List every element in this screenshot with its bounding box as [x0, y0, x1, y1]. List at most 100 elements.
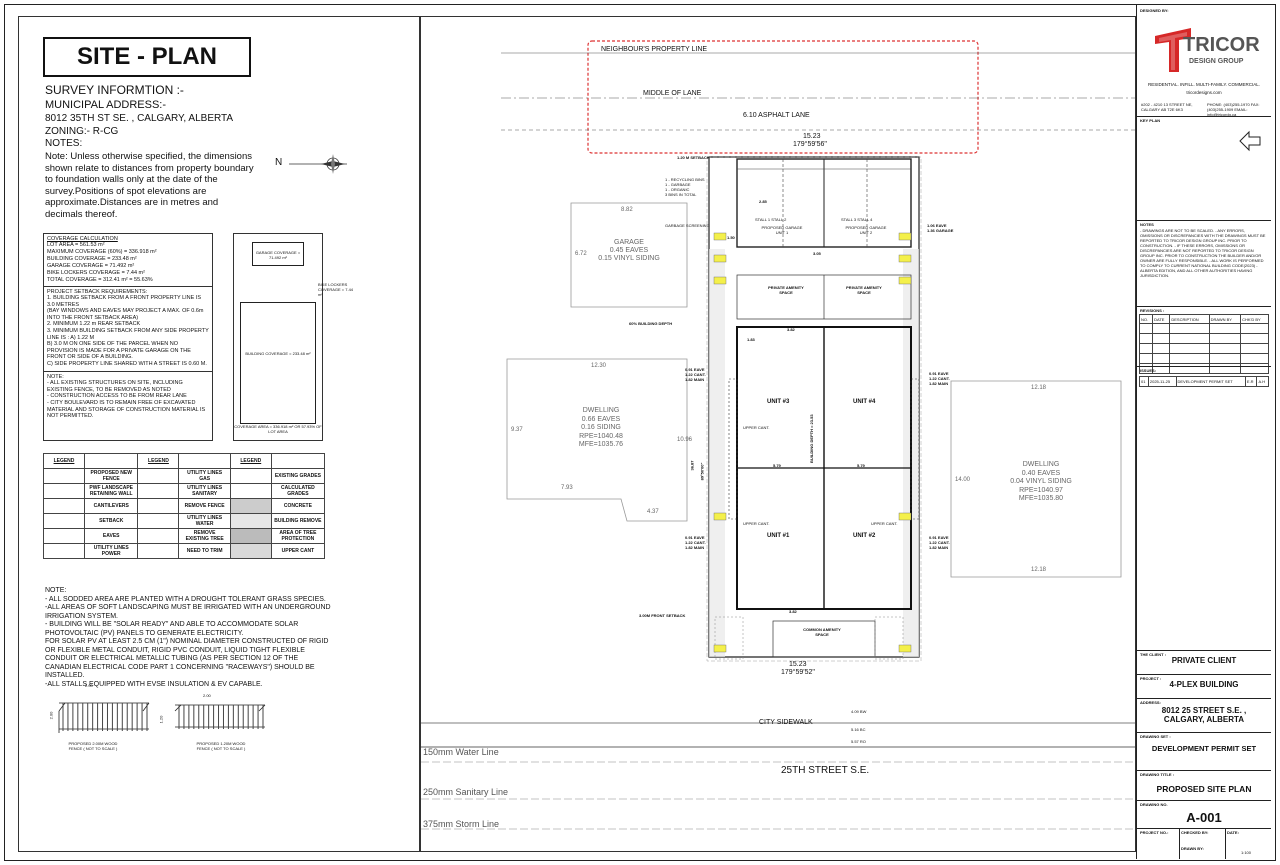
common-amenity-label: COMMON AMENITY SPACE [803, 627, 841, 637]
survey-note: Note: Unless otherwise specified, the di… [45, 151, 254, 220]
upper-cant-label-1: UPPER CANT. [743, 425, 770, 430]
legend-header: LEGEND [137, 453, 180, 469]
north-label: N [275, 157, 283, 168]
page-title: SITE - PLAN [76, 43, 217, 70]
north-arrow-icon [289, 154, 347, 174]
rev-cell [1152, 363, 1171, 374]
client-value: PRIVATE CLIENT [1171, 656, 1237, 665]
dwelling-left-side2: 10.96 [677, 437, 693, 443]
asphalt-lane-label: 6.10 ASPHALT LANE [743, 112, 810, 119]
amenity-left-label: PRIVATE AMENITY SPACE [768, 285, 804, 295]
info-panel: SITE - PLAN SURVEY INFORMTION :- MUNICIP… [18, 16, 420, 852]
landscape-note-line: - BUILDING WILL BE "SOLAR READY" AND ABL… [45, 621, 299, 637]
setback-line: B) 3.0 M ON ONE SIDE OF THE PARCEL WHEN … [47, 341, 191, 361]
legend-symbol [43, 498, 85, 514]
legend-symbol [43, 528, 85, 544]
rev-cell [1240, 363, 1269, 374]
legend-label: REMOVE EXISTING TREE [178, 528, 231, 544]
legend-symbol [229, 543, 272, 559]
legend-symbol [43, 513, 85, 529]
landscape-note-line: - ALL SODDED AREA ARE PLANTED WITH A DRO… [45, 595, 326, 603]
issues-label: ISSUES: [1140, 368, 1157, 373]
amenity-right-label: PRIVATE AMENITY SPACE [846, 285, 882, 295]
rev-cell [1138, 353, 1154, 364]
rev-header: DATE [1152, 314, 1171, 324]
legend-header-blank [178, 453, 231, 469]
dwelling-right-side: 14.00 [955, 477, 971, 483]
dwelling-left-top: 12.30 [591, 363, 607, 369]
setback-heading: PROJECT SETBACK REQUIREMENTS: [47, 289, 148, 295]
rev-cell [1152, 333, 1171, 344]
rev-cell [1240, 353, 1269, 364]
coverage-line: GARAGE COVERAGE = 71.492 m² [47, 263, 135, 269]
drawing-set-value: DEVELOPMENT PERMIT SET [1151, 744, 1257, 753]
notes-label: NOTES [1140, 222, 1154, 227]
coverage-line: TOTAL COVERAGE = 312.41 m² = 55.63% [47, 277, 153, 283]
client-label: THE CLIENT : [1140, 652, 1166, 657]
legend-symbol [43, 543, 85, 559]
setback-120-label: 1.20 M SETBACK [677, 155, 710, 160]
bottom-boundary-dim: 15.23 [789, 661, 807, 668]
setback-line: (BAY WINDOWS AND EAVES MAY PROJECT A MAX… [47, 308, 204, 321]
rev-cell [1169, 323, 1210, 334]
project-value: 4-PLEX BUILDING [1169, 680, 1239, 689]
tricor-logo-icon [1155, 28, 1191, 72]
legend-symbol [137, 543, 180, 559]
legend-label: UTILITY LINES SANITARY [178, 483, 231, 499]
upper-cant-label-2: UPPER CANT. [743, 521, 770, 526]
rev-cell [1208, 353, 1242, 364]
legend-label: REMOVE FENCE [178, 498, 231, 514]
legend-label: CONCRETE [270, 498, 326, 514]
legend-label: PWF LANDSCAPE RETAINING WALL [83, 483, 139, 499]
drawing-set-label: DRAWING SET : [1140, 734, 1171, 739]
legend-symbol [229, 483, 272, 499]
rev-header: DESCRIPTION [1169, 314, 1210, 324]
rev-cell: E.R [1244, 375, 1258, 387]
setback-line: 2. MINIMUM 1.22 m REAR SETBACK [47, 321, 141, 328]
legend-label: SETBACK [83, 513, 139, 529]
legend-symbol [229, 468, 272, 484]
notes-text: - DRAWINGS ARE NOT TO BE SCALED. - ANY E… [1140, 228, 1266, 278]
address-label: MUNICIPAL ADDRESS:- [45, 99, 167, 111]
legend-symbol [43, 483, 85, 499]
legend-label: CALCULATED GRADES [270, 483, 326, 499]
site-plan-drawing: NEIGHBOUR'S PROPERTY LINE MIDDLE OF LANE… [420, 16, 1136, 852]
coverage-diagram: GARAGE COVERAGE = 71.492 m² BIKE LOCKERS… [233, 233, 353, 441]
dim-1-83: 1.83 [747, 337, 755, 342]
rev-cell [1169, 353, 1210, 364]
city-sidewalk-label: CITY SIDEWALK [759, 719, 813, 726]
rev-cell [1169, 333, 1210, 344]
middle-lane-label: MIDDLE OF LANE [643, 90, 702, 97]
unit2-label: UNIT #2 [853, 533, 876, 539]
address-value: 8012 25 STREET S.E. , CALGARY, ALBERTA [1161, 706, 1247, 724]
dim-5-79-right: 5.79 [857, 463, 865, 468]
prop-garage-2-label: PROPOSED GARAGE UNIT 2 [845, 225, 887, 235]
address-text: 8012 35TH ST SE. , CALGARY, ALBERTA [45, 113, 234, 124]
website: tricordesigns.com [1186, 90, 1222, 95]
street-label: 25TH STREET S.E. [781, 765, 870, 776]
drawing-no-value: A-001 [1186, 810, 1222, 825]
fence2-height: 1.20 [158, 715, 164, 724]
dwelling-right-bot: 12.18 [1031, 567, 1047, 573]
front-setback-label: 3.00M FRONT SETBACK [639, 613, 686, 618]
coverage-heading: COVERAGE CALCULATION [47, 236, 118, 242]
general-note-line: NOTE: [47, 373, 64, 380]
legend-label: EAVES [83, 528, 139, 544]
coverage-box: COVERAGE CALCULATION LOT AREA = 561.53 m… [43, 233, 213, 441]
rev-cell: 2025-11-25 [1147, 375, 1177, 387]
legend-symbol [137, 528, 180, 544]
general-note-line: - CITY BOULEVARD IS TO REMAIN FREE OF EX… [47, 399, 206, 420]
zoning-text: ZONING:- R-CG [45, 126, 119, 137]
landscape-note-line: -ALL STALLS EQUIPPED WITH EVSE INSULATIO… [45, 680, 263, 688]
legend-header: LEGEND [43, 453, 85, 469]
setback-line: 1. BUILDING SETBACK FROM A FRONT PROPERT… [47, 295, 202, 308]
unit1-label: UNIT #1 [767, 533, 790, 539]
setback-line: 3. MINIMUM BUILDING SETBACK FROM ANY SID… [47, 327, 209, 341]
landscape-note-line: NOTE: [45, 587, 67, 594]
checked-by-label: CHECKED BY: [1181, 830, 1209, 835]
dwelling-right-top: 12.18 [1031, 385, 1047, 391]
dim-3-05: 3.05 [813, 251, 821, 256]
